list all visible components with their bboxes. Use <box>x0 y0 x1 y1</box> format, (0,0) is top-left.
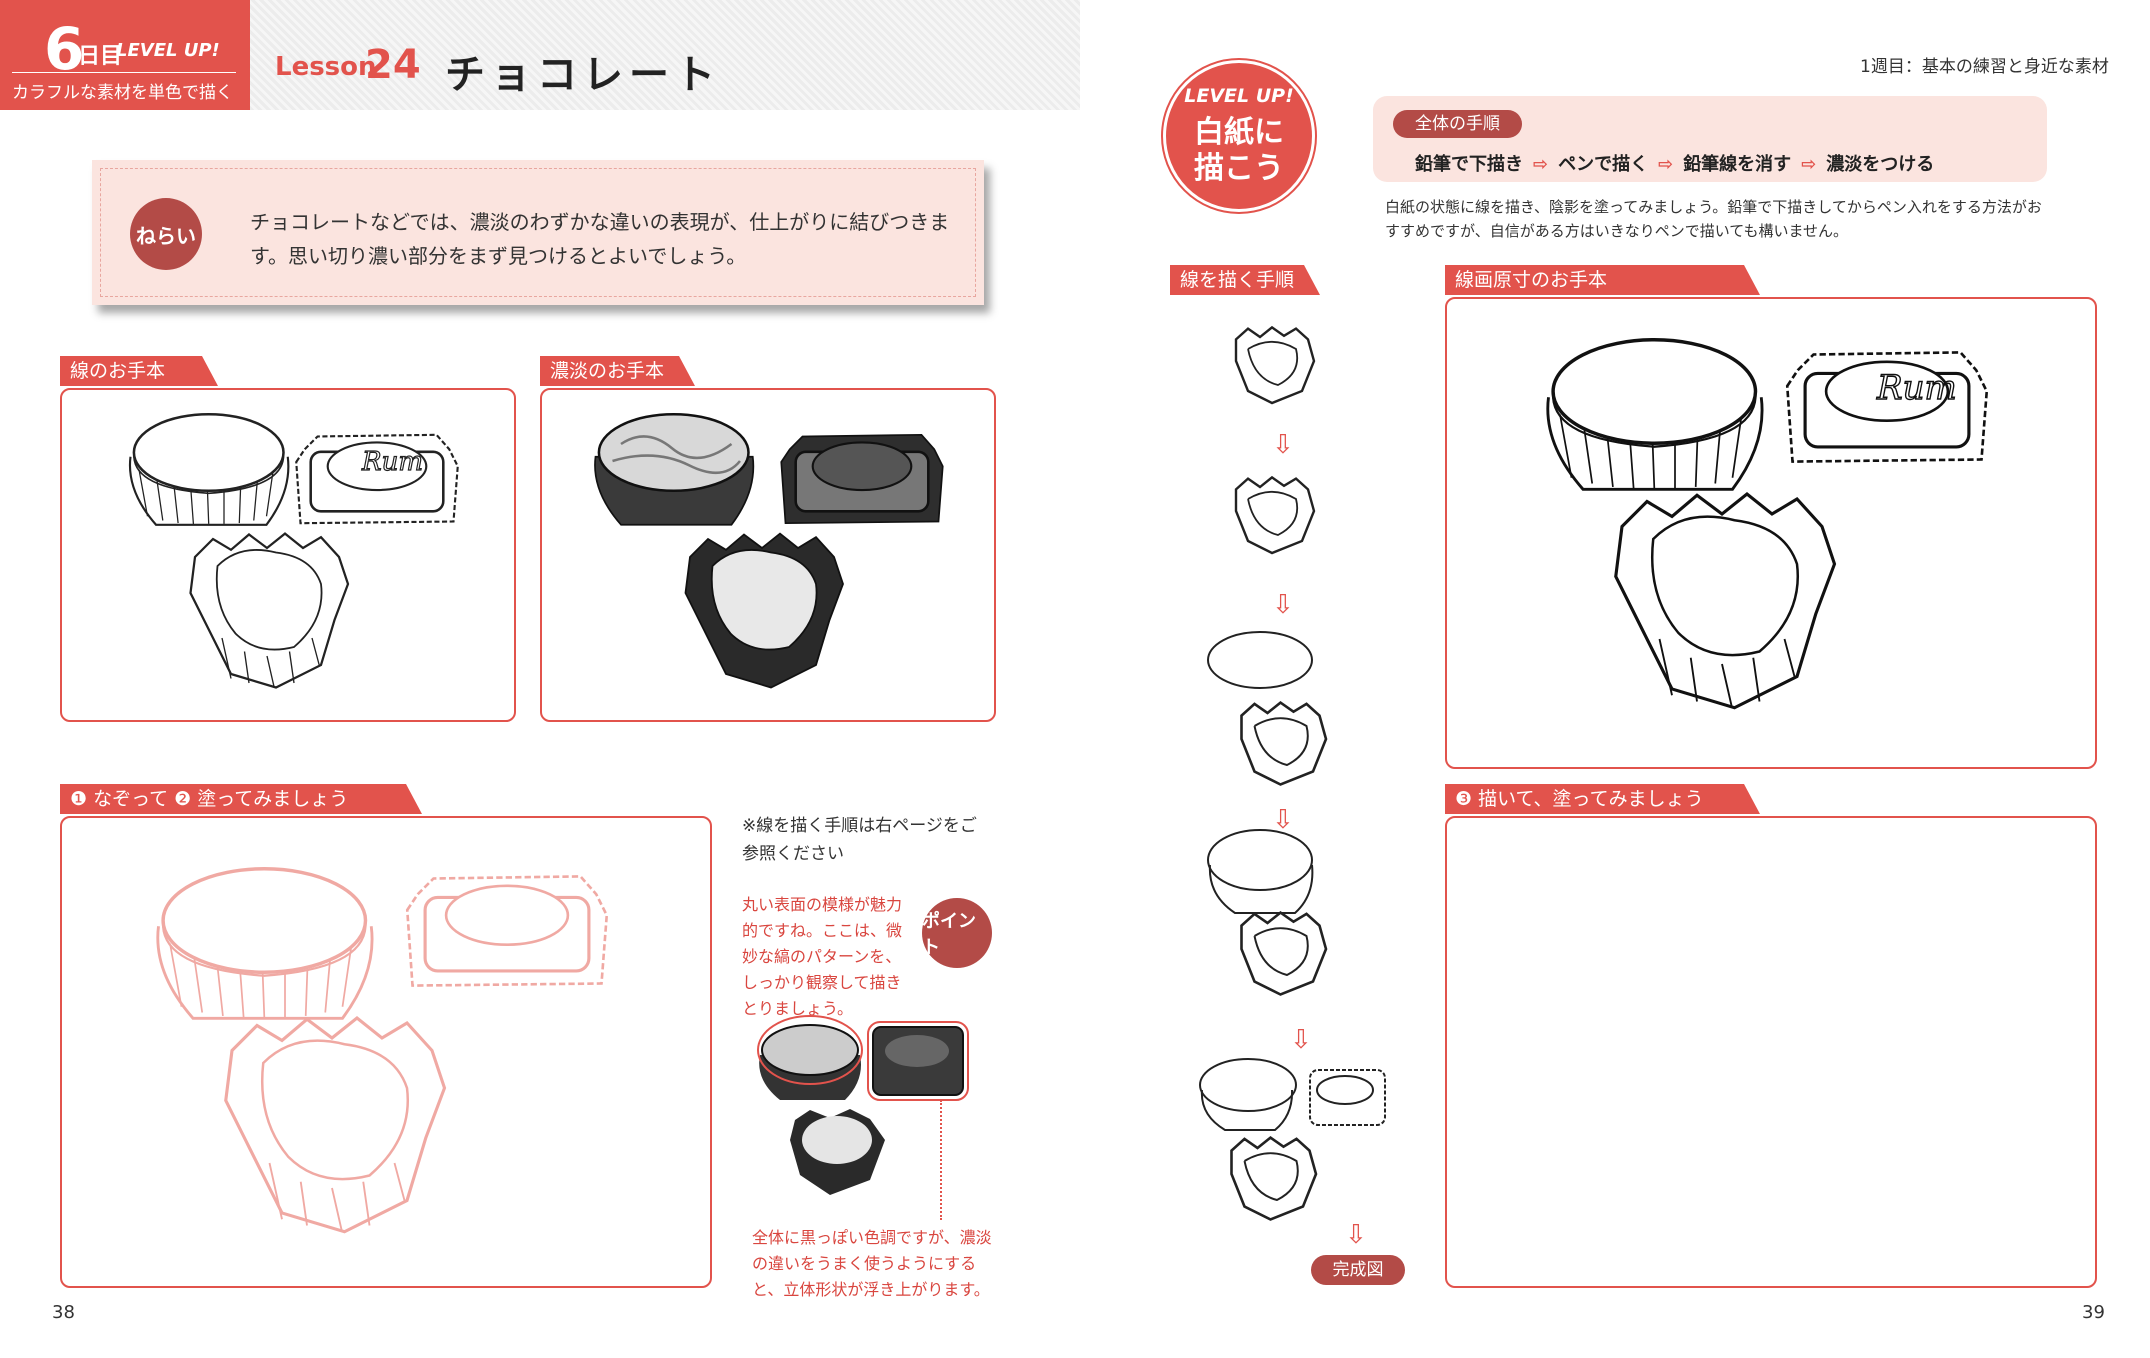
line-example-tab: 線のお手本 <box>60 356 218 386</box>
lesson-prefix: Lesson <box>275 52 377 82</box>
process-steps-drawing <box>1199 326 1386 1221</box>
page-number-left: 38 <box>52 1302 75 1323</box>
aim-box <box>92 160 984 305</box>
step-arrow-icon: ⇨ <box>1801 154 1817 175</box>
rum-label: Rum <box>361 447 423 477</box>
practice-frame[interactable] <box>60 816 712 1288</box>
down-arrow-icon: ⇩ <box>1272 590 1294 620</box>
down-arrow-icon: ⇩ <box>1290 1025 1312 1055</box>
rum-label: Rum <box>1876 368 1957 408</box>
intro-text: 白紙の状態に線を描き、陰影を塗ってみましょう。鉛筆で下描きしてからペン入れをする… <box>1385 198 2042 240</box>
reference-note: ※線を描く手順は右ページをご参照ください <box>742 816 977 864</box>
final-tag: 完成図 <box>1311 1255 1405 1285</box>
down-arrow-icon: ⇩ <box>1272 805 1294 835</box>
lesson-number: 24 <box>365 42 421 88</box>
step-arrow-icon: ⇨ <box>1533 154 1549 175</box>
divider <box>12 72 236 73</box>
fullsize-frame: Rum <box>1445 297 2097 769</box>
shade-example-tab: 濃淡のお手本 <box>540 356 695 386</box>
page-number-right: 39 <box>2082 1302 2105 1323</box>
shade-example-drawing <box>594 412 944 689</box>
shade-example-frame <box>540 388 996 722</box>
draw-tab: ❸ 描いて、塗ってみましょう <box>1445 784 1760 814</box>
line-example-frame: Rum <box>60 388 516 722</box>
step-arrow-icon: ⇨ <box>1658 154 1674 175</box>
process-tab: 線を描く手順 <box>1170 265 1320 295</box>
practice-tab: ❶ なぞって ❷ 塗ってみましょう <box>60 784 422 814</box>
day-number: 6 <box>44 15 85 83</box>
draw-area[interactable] <box>1445 816 2097 1288</box>
down-arrow-icon: ⇩ <box>1272 430 1294 460</box>
bottom-note: 全体に黒っぽい色調ですが、濃淡の違いをうまく使うようにすると、立体形状が浮き上が… <box>752 1228 992 1299</box>
week-label: 1週目：基本の練習と身近な素材 <box>1860 57 2109 77</box>
level-up-badge-circle: LEVEL UP! 白紙に描こう <box>1161 58 1317 214</box>
trace-drawing <box>156 867 609 1234</box>
step-1: 鉛筆で下描き <box>1415 154 1523 175</box>
step-2: ペンで描く <box>1558 154 1649 175</box>
aim-badge: ねらい <box>130 198 202 270</box>
header-texture <box>250 0 1080 110</box>
step-3: 鉛筆線を消す <box>1683 154 1792 175</box>
chapter-subtitle: カラフルな素材を単色で描く <box>12 83 233 103</box>
day-label: 日目 <box>78 44 123 69</box>
point-drawing <box>757 1015 969 1195</box>
steps-row: 鉛筆で下描き ⇨ ペンで描く ⇨ 鉛筆線を消す ⇨ 濃淡をつける <box>1415 150 1934 176</box>
day-badge: 6 日目 LEVEL UP! カラフルな素材を単色で描く <box>0 0 250 110</box>
level-up-title: 白紙に描こう <box>1194 115 1284 186</box>
level-up-text: LEVEL UP! <box>1184 85 1294 107</box>
aim-box-border <box>100 168 976 297</box>
fullsize-drawing: Rum <box>1546 338 1989 710</box>
down-arrow-icon: ⇩ <box>1345 1220 1367 1250</box>
leader-line <box>940 1100 942 1220</box>
point-badge: ポイント <box>922 898 992 968</box>
level-up-badge: LEVEL UP! <box>116 40 220 61</box>
step-4: 濃淡をつける <box>1826 154 1935 175</box>
fullsize-tab: 線画原寸のお手本 <box>1445 265 1760 295</box>
lesson-title: チョコレート <box>445 52 721 98</box>
aim-text: チョコレートなどでは、濃淡のわずかな違いの表現が、仕上がりに結びつきます。思い切… <box>250 210 950 268</box>
line-example-drawing: Rum <box>128 412 460 689</box>
point-note: 丸い表面の模様が魅力的ですね。ここは、微妙な縞のパターンを、しっかり観察して描き… <box>742 895 903 1018</box>
steps-tag: 全体の手順 <box>1393 110 1522 138</box>
